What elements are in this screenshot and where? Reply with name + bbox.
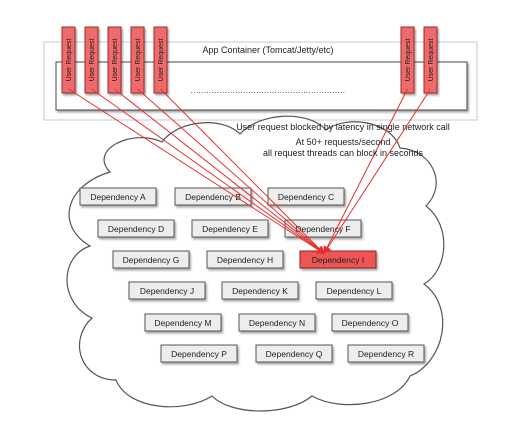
request-arrow	[323, 88, 431, 255]
failed-dependency-rect	[299, 250, 377, 269]
dependency-box: Dependency D	[97, 219, 175, 238]
dependency-box: Dependency L	[315, 281, 393, 300]
user-request-label: User Request	[66, 39, 73, 82]
dependency-rect	[97, 219, 175, 238]
user-request: User Request	[107, 26, 122, 94]
dependency-box: Dependency O	[331, 313, 409, 332]
user-request-rect	[61, 26, 76, 94]
dependency-box: Dependency K	[221, 281, 299, 300]
user-request-label: User Request	[405, 39, 412, 82]
dependency-rect	[238, 313, 316, 332]
annotation-rate: At 50+ requests/second	[296, 137, 391, 147]
dependency-label: Dependency F	[295, 224, 350, 234]
dependency-box: Dependency E	[191, 219, 269, 238]
dependency-rect	[206, 250, 284, 269]
dependency-boxes: Dependency A Dependency B Dependency C Depe…	[79, 187, 425, 363]
user-requests: User Request User Request User Request User…	[61, 26, 438, 94]
user-request: User Request	[84, 26, 99, 94]
dependency-label: Dependency I	[312, 255, 364, 265]
dependency-rect	[160, 344, 238, 363]
dependency-box: Dependency H	[206, 250, 284, 269]
dependency-label: Dependency E	[202, 224, 258, 234]
app-container-label: App Container (Tomcat/Jetty/etc)	[202, 45, 333, 55]
app-container-thread-area	[55, 61, 468, 111]
request-arrow	[114, 88, 325, 255]
dependency-box: Dependency C	[267, 187, 345, 206]
dependency-label: Dependency H	[217, 255, 273, 265]
user-request-rect	[400, 26, 415, 94]
dependency-box: Dependency B	[174, 187, 252, 206]
user-request: User Request	[153, 26, 168, 94]
user-request-rect	[423, 26, 438, 94]
dependency-box: Dependency P	[160, 344, 238, 363]
dependency-rect	[191, 219, 269, 238]
user-request-label: User Request	[89, 39, 96, 82]
request-arrow	[68, 88, 325, 255]
dependency-label: Dependency B	[185, 192, 241, 202]
dependency-rect	[144, 313, 222, 332]
dependency-rect	[79, 187, 157, 206]
user-request-rect	[107, 26, 122, 94]
dependency-rect	[221, 281, 299, 300]
annotation-blocked: User request blocked by latency in singl…	[236, 122, 450, 132]
user-request-label: User Request	[428, 39, 435, 82]
dependency-label: Dependency L	[327, 286, 382, 296]
dependency-label: Dependency M	[154, 318, 211, 328]
dependency-label: Dependency R	[358, 349, 414, 359]
dependency-box: Dependency R	[347, 344, 425, 363]
dependency-rect	[255, 344, 333, 363]
dependency-label: Dependency K	[232, 286, 288, 296]
request-arrow	[160, 88, 325, 255]
request-arrow	[137, 88, 325, 255]
app-container-frame	[43, 41, 478, 121]
user-request-rect	[84, 26, 99, 94]
user-request: User Request	[130, 26, 145, 94]
user-request-label: User Request	[135, 39, 142, 82]
dependency-label: Dependency N	[249, 318, 305, 328]
dependency-rect	[112, 250, 190, 269]
dependency-box: Dependency G	[112, 250, 190, 269]
user-request-label: User Request	[112, 39, 119, 82]
dependency-rect	[128, 281, 206, 300]
dependency-rect	[331, 313, 409, 332]
dependency-label: Dependency O	[342, 318, 399, 328]
dependency-box: Dependency Q	[255, 344, 333, 363]
dependency-label: Dependency J	[140, 286, 194, 296]
dependency-label: Dependency P	[171, 349, 227, 359]
request-arrows	[68, 88, 431, 255]
user-request: User Request	[423, 26, 438, 94]
dependency-box: Dependency M	[144, 313, 222, 332]
user-request: User Request	[400, 26, 415, 94]
dependency-box: Dependency I	[299, 250, 377, 269]
dependency-box: Dependency A	[79, 187, 157, 206]
dependency-label: Dependency C	[278, 192, 334, 202]
dependency-label: Dependency D	[108, 224, 164, 234]
request-arrow	[91, 88, 325, 255]
annotation-block-seconds: all request threads can block in seconds	[263, 148, 424, 158]
dependency-rect	[315, 281, 393, 300]
dependency-box: Dependency N	[238, 313, 316, 332]
user-request-rect	[130, 26, 145, 94]
dependency-box: Dependency J	[128, 281, 206, 300]
request-arrow	[323, 88, 408, 255]
user-request-rect	[153, 26, 168, 94]
dependency-label: Dependency G	[123, 255, 180, 265]
dependency-label: Dependency Q	[266, 349, 323, 359]
dependency-label: Dependency A	[90, 192, 146, 202]
user-request-label: User Request	[158, 39, 165, 82]
dependency-rect	[347, 344, 425, 363]
user-request: User Request	[61, 26, 76, 94]
app-container-ellipsis: ........................................…	[191, 86, 346, 95]
